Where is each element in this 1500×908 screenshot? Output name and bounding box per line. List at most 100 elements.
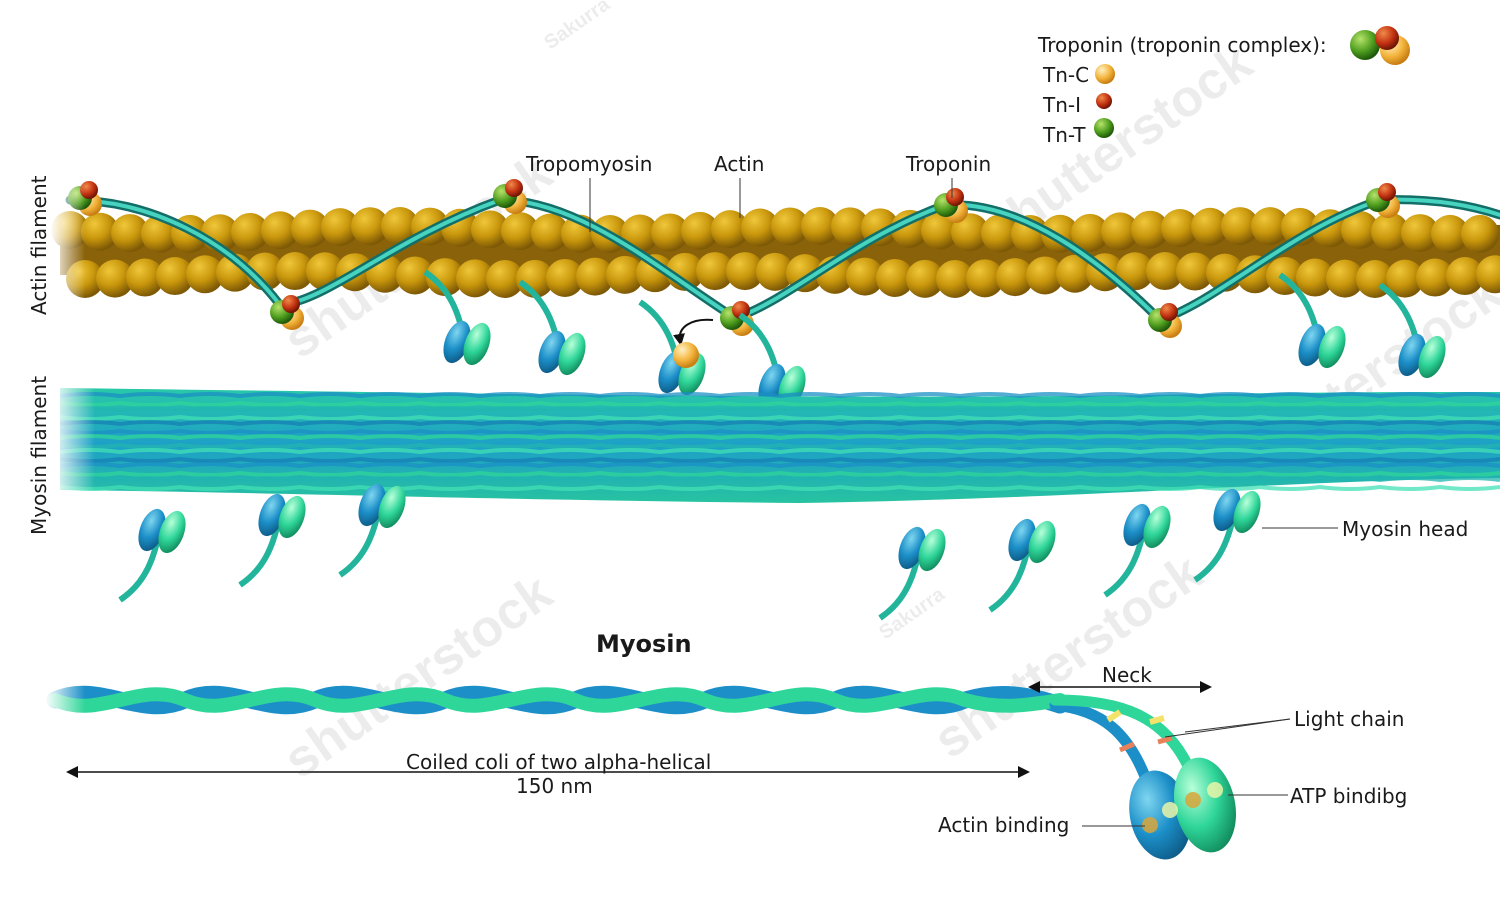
- head-lobe-green: [278, 495, 306, 539]
- myosin-fiber: [59, 428, 1500, 435]
- tni-bead: [946, 188, 964, 206]
- length-label: 150 nm: [516, 774, 593, 798]
- troponin-complex: [1148, 303, 1182, 338]
- legend-tnt-dot: [1094, 118, 1114, 138]
- light-chain-label: Light chain: [1294, 707, 1404, 731]
- actin-monomer: [1251, 207, 1289, 246]
- head-lobe-green: [558, 332, 586, 376]
- coiled-coil-label: Coiled coli of two alpha-helical: [406, 750, 711, 774]
- myosin-fiber: [59, 448, 1500, 455]
- actin-monomer: [291, 209, 329, 248]
- myosin-fiber: [59, 400, 1500, 407]
- neck-label: Neck: [1102, 663, 1152, 687]
- actin-monomer: [1446, 257, 1484, 296]
- legend-tni-dot: [1096, 93, 1112, 109]
- actin-monomer: [1056, 254, 1094, 293]
- myosin-molecule: [45, 670, 1236, 860]
- actin-monomer: [711, 210, 749, 249]
- actin-monomer: [276, 252, 314, 291]
- watermark-author: Sakurra: [540, 0, 614, 54]
- troponin-complex: [1366, 183, 1400, 218]
- actin-monomer: [936, 259, 974, 298]
- head-lobe-green: [1143, 505, 1171, 549]
- head-lobe-green: [378, 485, 406, 529]
- actin-monomer: [906, 259, 944, 298]
- myosin-fibers: [59, 392, 1500, 491]
- head-lobe-green: [1233, 490, 1261, 534]
- actin-monomer: [1116, 252, 1154, 291]
- actin-monomer: [321, 208, 359, 247]
- troponin-complex: [270, 295, 304, 330]
- actin-monomer: [396, 256, 434, 295]
- actin-monomer: [156, 257, 194, 296]
- myosin-heads-top: [423, 269, 1446, 409]
- tni-bead: [505, 179, 523, 197]
- legend-tnt-label: Tn-T: [1042, 123, 1086, 147]
- tni-bead: [1160, 303, 1178, 321]
- myosin-fiber: [59, 420, 1500, 427]
- myosin-head: [1278, 272, 1346, 369]
- actin-monomer: [876, 258, 914, 297]
- myosin-fiber: [59, 434, 1500, 441]
- actin-monomer: [726, 252, 764, 291]
- actin-filament-label: Actin filament: [27, 175, 51, 315]
- actin-monomer: [126, 258, 164, 297]
- myosin-fiber: [59, 392, 1500, 399]
- actin-monomer: [381, 207, 419, 246]
- tni-bead: [732, 301, 750, 319]
- myosin-head: [338, 483, 406, 578]
- myosin-head: [423, 269, 491, 366]
- myosin-head-green: [1174, 757, 1236, 853]
- legend-title: Troponin (troponin complex):: [1037, 33, 1327, 57]
- actin-filament: [50, 165, 1500, 338]
- myosin-head-label: Myosin head: [1342, 517, 1468, 541]
- actin-monomer: [471, 210, 509, 249]
- myosin-head: [988, 518, 1056, 613]
- troponin-complex: [493, 179, 527, 214]
- myosin-head: [238, 493, 306, 588]
- actin-monomer: [531, 213, 569, 252]
- actin-label: Actin: [714, 152, 764, 176]
- actin-monomer: [636, 254, 674, 293]
- actin-monomer: [186, 255, 224, 294]
- myosin-fade-left: [50, 380, 95, 505]
- neck-blue: [1049, 699, 1156, 796]
- myosin-fiber: [59, 484, 1500, 491]
- light-chain-band-2: [1149, 715, 1165, 725]
- actin-fade-left: [50, 165, 85, 315]
- actin-monomer: [1416, 258, 1454, 297]
- legend-complex-icon: [1350, 26, 1410, 65]
- binding-site-light: [1162, 802, 1178, 818]
- myosin-head: [518, 279, 586, 376]
- head-lobe-green: [1418, 335, 1446, 379]
- myosin-head: [118, 508, 186, 603]
- atp-site-light: [1207, 782, 1223, 798]
- actin-monomer: [681, 211, 719, 250]
- actin-monomer: [1386, 259, 1424, 298]
- myosin-fiber: [59, 470, 1500, 477]
- actin-monomer: [96, 259, 134, 298]
- actin-monomer: [1296, 258, 1334, 297]
- actin-monomer: [1026, 256, 1064, 295]
- head-lobe-green: [1318, 325, 1346, 369]
- actin-monomer: [1221, 207, 1259, 246]
- actin-monomer: [1341, 211, 1379, 249]
- actin-monomer: [261, 211, 299, 250]
- myosin-filament: [50, 269, 1500, 621]
- actin-monomer: [576, 257, 614, 296]
- actin-monomer: [546, 258, 584, 297]
- actin-monomer: [741, 208, 779, 247]
- troponin-complex: [934, 188, 968, 223]
- myosin-fiber: [59, 462, 1500, 469]
- light-chain-band-1: [1106, 709, 1122, 723]
- actin-monomer: [1326, 259, 1364, 298]
- atp-binding-label: ATP bindibg: [1290, 784, 1407, 808]
- myosin-fiber: [59, 442, 1500, 449]
- myosin-fiber: [59, 476, 1500, 483]
- actin-monomer: [696, 252, 734, 291]
- actin-binding-site: [1142, 817, 1158, 833]
- actin-monomer: [111, 214, 149, 253]
- actin-monomer: [1461, 214, 1499, 253]
- actin-monomer: [456, 259, 494, 298]
- actin-monomer: [801, 207, 839, 246]
